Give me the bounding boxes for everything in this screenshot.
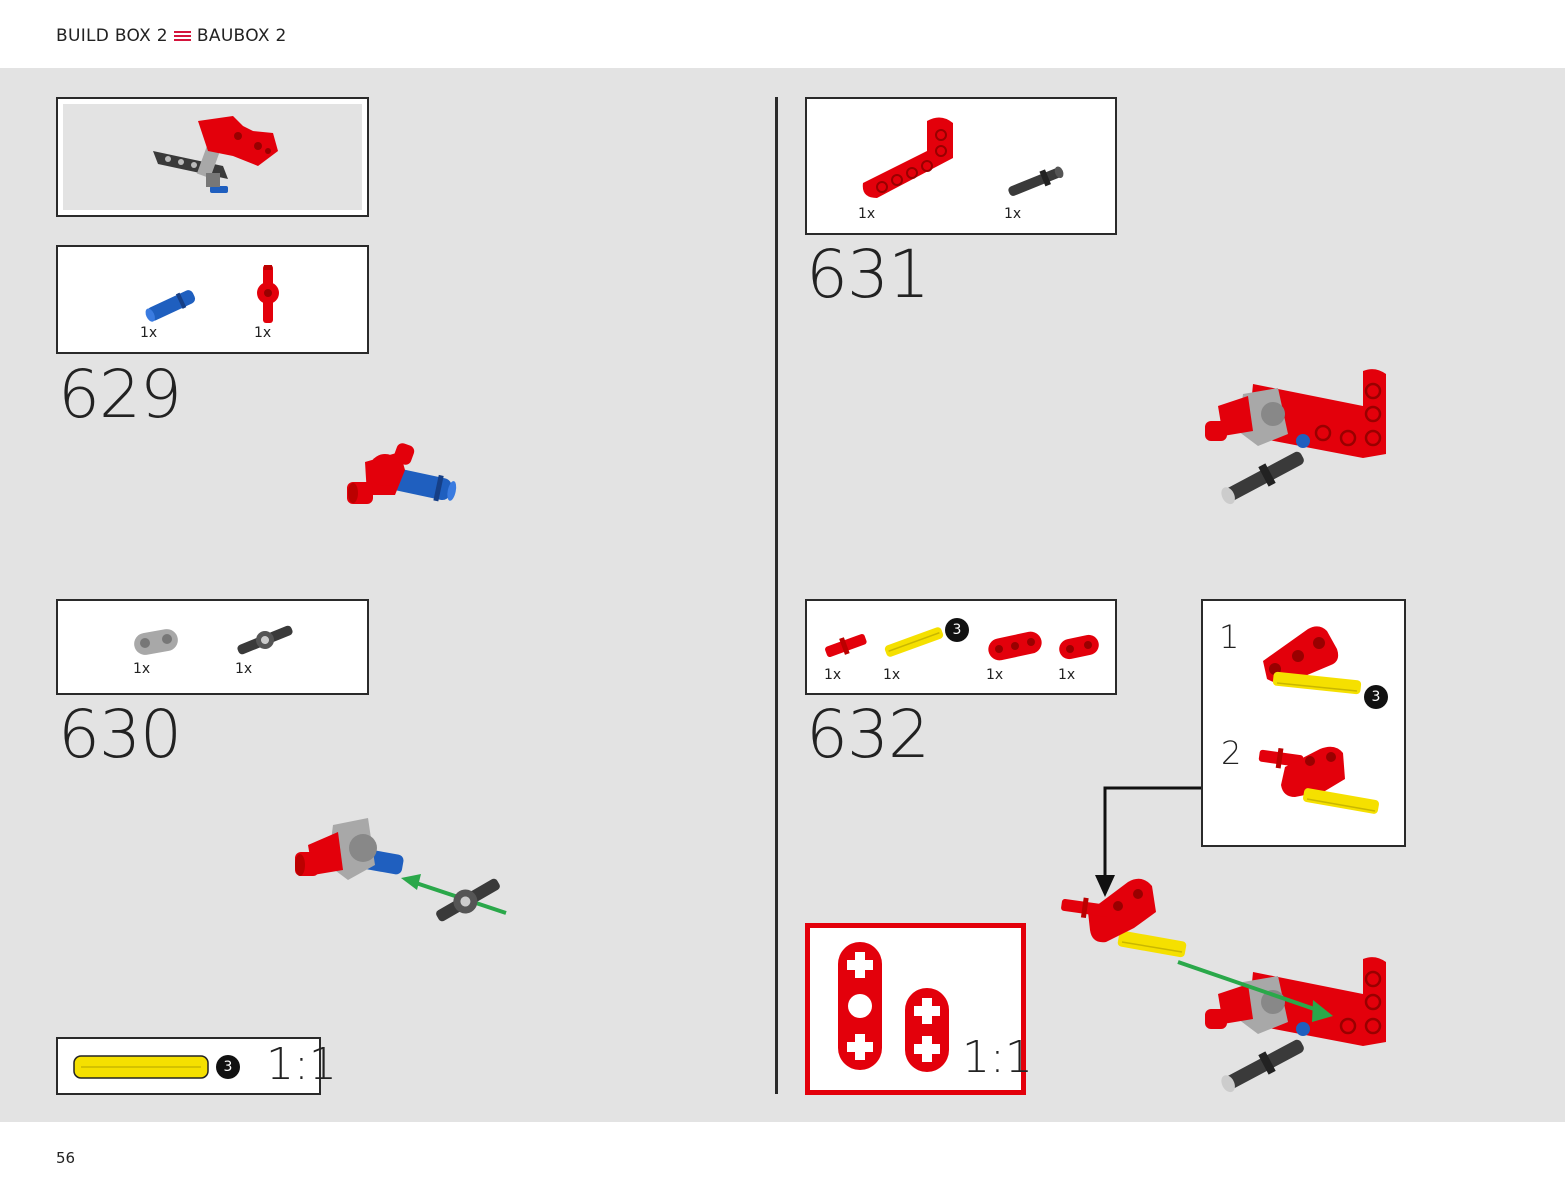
scale-label-right: 1:1 [962,1032,1033,1083]
red-beam-2-scale-icon [905,988,949,1072]
red-connector-icon [257,265,279,323]
qty-black-axle-pin: 1x [1004,206,1022,222]
box-title-de: BAUBOX 2 [196,26,287,46]
qty-grey-beam: 1x [133,661,151,677]
black-axle-pin-icon [1008,166,1064,196]
step-630-parts-box: 1x 1x [56,599,369,695]
substep-2-model-icon [1258,746,1380,814]
blue-pin-icon [145,290,196,322]
red-beam-2-icon [1059,634,1099,660]
red-beam-3-scale-icon [838,942,882,1070]
scale-label-left: 1:1 [266,1039,337,1090]
step-632-parts-box: 1x 3 1x 1x 1x [805,599,1117,695]
axle-length-badge: 3 [216,1055,240,1079]
step-630-number: 630 [58,696,182,773]
substep-callout-box: 1 3 2 [1201,599,1406,847]
step-629-assembly-icon [347,443,457,504]
qty-blue-pin: 1x [140,325,158,341]
box-title-en: BUILD BOX 2 [56,26,168,46]
step-631-number: 631 [806,236,930,313]
yellow-axle-icon [73,1055,209,1079]
qty-red-axle-pin: 1x [824,667,842,683]
qty-yellow-axle: 1x [883,667,901,683]
axle-length-callout: 3 1:1 [56,1037,337,1095]
step-631-assembly-icon [1205,369,1386,505]
step-629-parts-box: 1x 1x [56,245,369,354]
qty-red-beam-3: 1x [986,667,1004,683]
subassembly-preview [56,97,369,217]
qty-red-connector: 1x [254,325,272,341]
substep-2-number: 2 [1221,734,1242,772]
separator-icon [173,30,191,42]
grey-beam-icon [134,629,178,655]
step-632-assembly-icon [1061,878,1386,1093]
page-number: 56 [56,1149,76,1167]
step-631-parts-box: 1x 1x [805,97,1117,235]
black-pin-icon [237,625,293,655]
page-divider [775,97,778,1094]
qty-black-pin: 1x [235,661,253,677]
instruction-area [0,68,1565,1122]
page-header: BUILD BOX 2 BAUBOX 2 [0,0,1565,68]
beam-scale-callout: 1:1 [805,923,1033,1095]
qty-red-l-beam: 1x [858,206,876,222]
substep-1-number: 1 [1219,618,1240,656]
yellow-axle-3-icon [884,627,944,657]
substep-1-model-icon [1263,626,1362,695]
red-beam-3-icon [988,631,1042,661]
step-629-number: 629 [58,356,182,433]
axle-length-badge-632: 3 [945,618,969,642]
step-632-number: 632 [806,696,930,773]
qty-red-beam-2: 1x [1058,667,1076,683]
red-l-beam-icon [862,117,953,198]
step-630-assembly-icon [295,818,507,922]
substep-1-axle-badge: 3 [1364,685,1388,709]
build-box-title: BUILD BOX 2 BAUBOX 2 [56,26,287,46]
substep-arrow [1095,786,1201,897]
red-axle-pin-icon [825,634,867,658]
subassembly-model-icon [153,116,278,193]
